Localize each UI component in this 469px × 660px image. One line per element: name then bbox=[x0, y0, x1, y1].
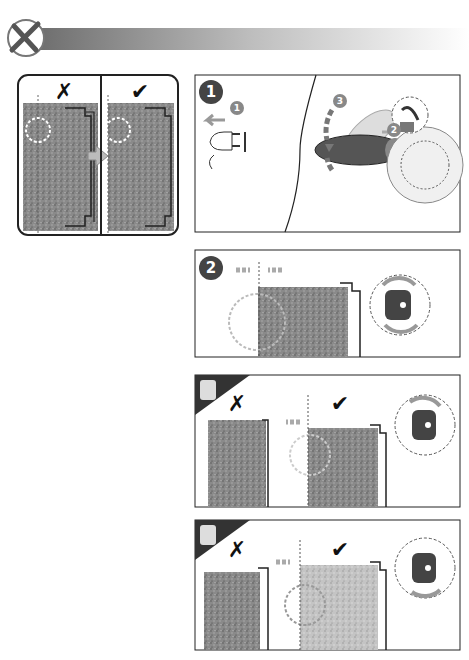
correct-mark: ✔ bbox=[331, 539, 349, 561]
callout-number: 1 bbox=[230, 101, 244, 115]
correct-mark: ✔ bbox=[331, 393, 349, 415]
callout-number: 3 bbox=[333, 94, 347, 108]
wrong-mark: ✗ bbox=[55, 81, 73, 103]
correct-mark: ✔ bbox=[131, 81, 149, 103]
step-number: 1 bbox=[206, 85, 216, 100]
wrong-mark: ✗ bbox=[228, 539, 246, 561]
wrong-mark: ✗ bbox=[228, 393, 246, 415]
step-number: 2 bbox=[206, 261, 216, 276]
callout-number: 2 bbox=[387, 123, 401, 137]
